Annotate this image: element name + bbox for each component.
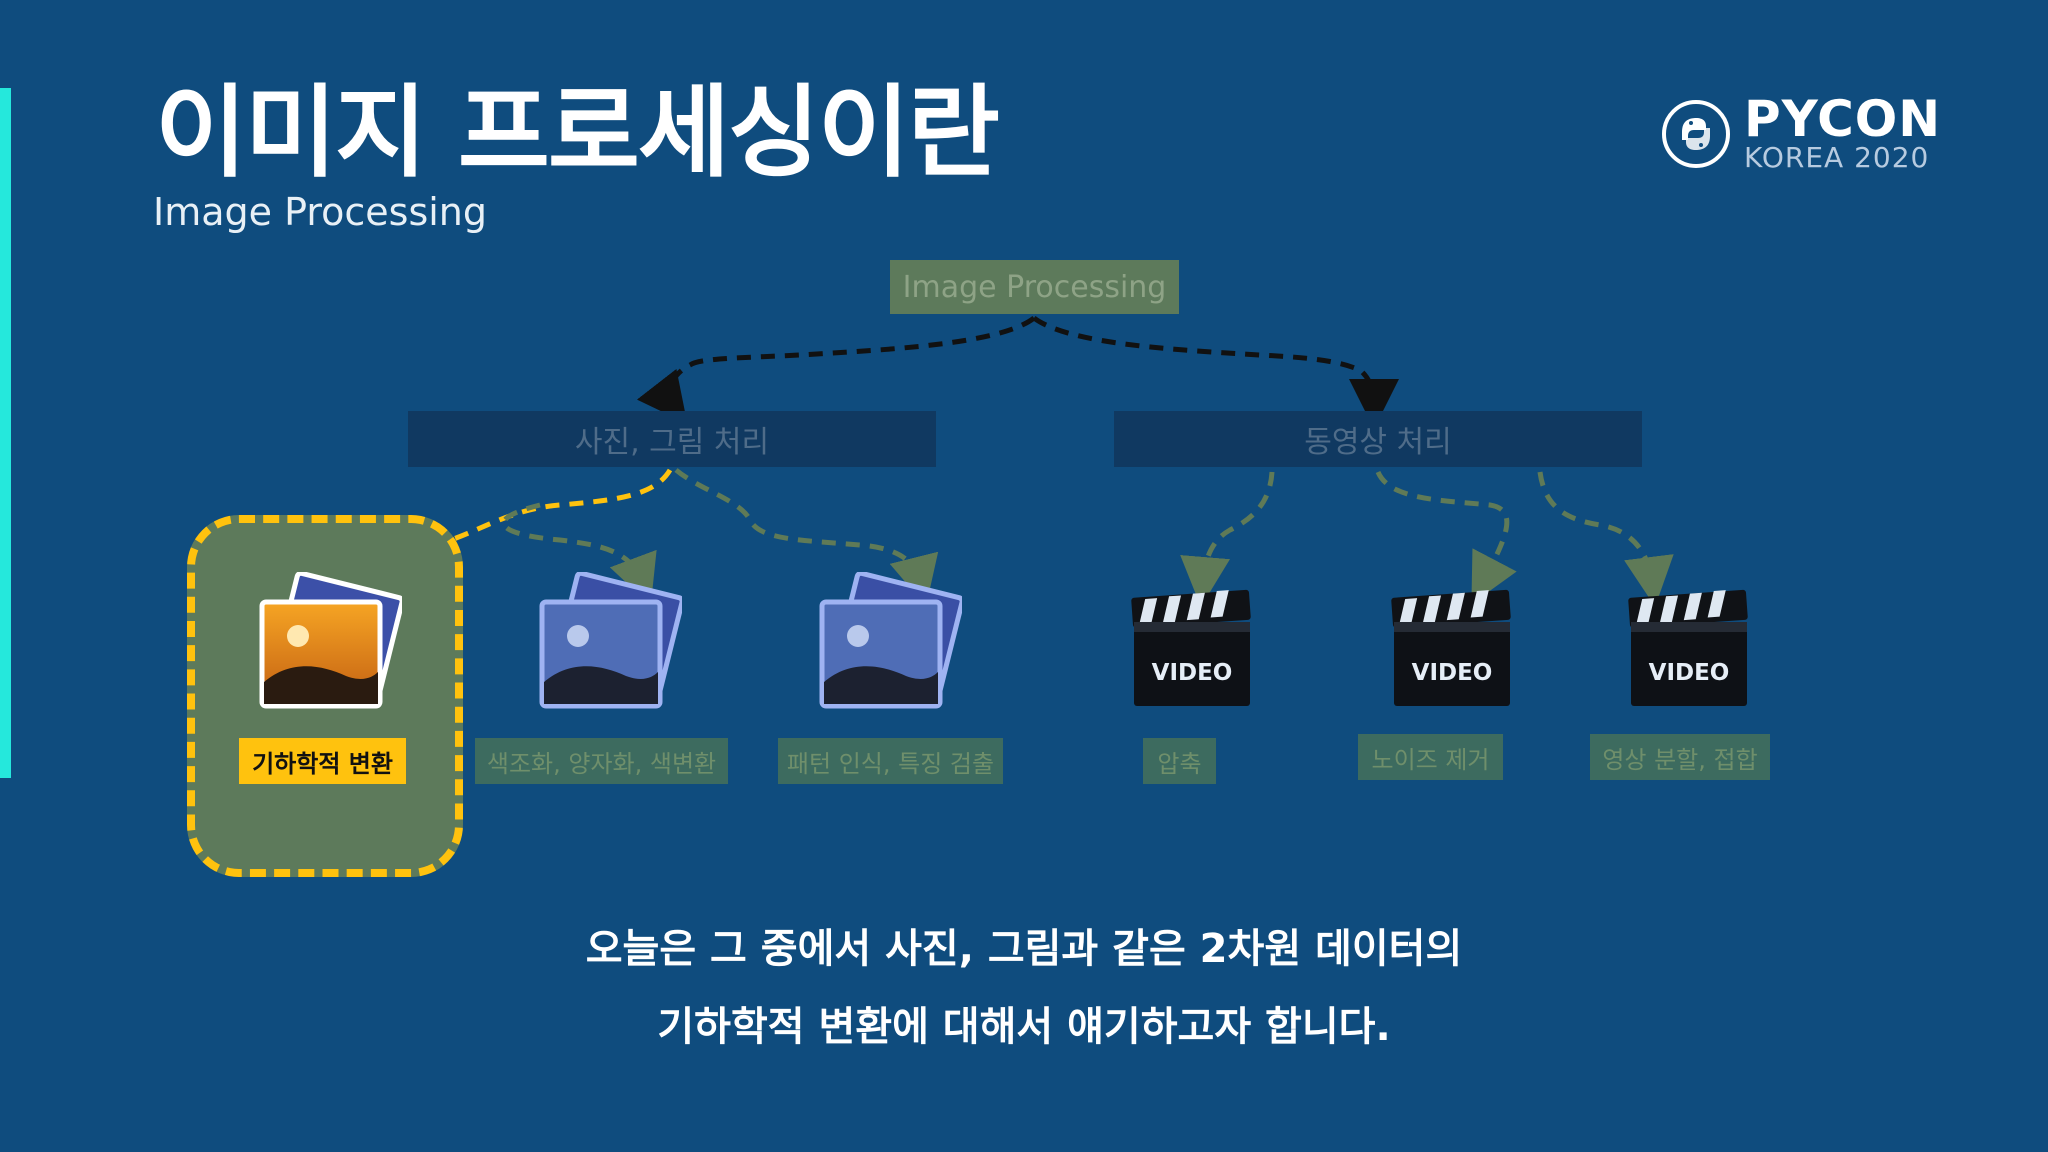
connector-video-compress xyxy=(1180,471,1275,607)
pycon-logo: PYCON KOREA 2020 xyxy=(1660,94,1940,184)
image-icon xyxy=(539,572,682,709)
logo-subtext: KOREA 2020 xyxy=(1744,141,1930,174)
footer-line-2: 기하학적 변환에 대해서 얘기하고자 합니다. xyxy=(657,1004,1391,1050)
connector-video-noise xyxy=(1375,470,1517,605)
python-logo-icon xyxy=(1662,100,1730,168)
item-label-split: 영상 분할, 접합 xyxy=(1590,734,1770,780)
image-icon xyxy=(819,572,962,709)
footer-line-1: 오늘은 그 중에서 사진, 그림과 같은 2차원 데이터의 xyxy=(585,926,1463,972)
video-icon-text: VIDEO xyxy=(1152,660,1233,686)
logo-wordmark: PYCON xyxy=(1744,90,1942,148)
video-clapper-icon: VIDEO xyxy=(1391,589,1511,706)
video-icon-text: VIDEO xyxy=(1649,660,1730,686)
video-icon-text: VIDEO xyxy=(1412,660,1493,686)
category-photo: 사진, 그림 처리 xyxy=(408,411,936,467)
item-label-geometric: 기하학적 변환 xyxy=(239,738,406,784)
root-node: Image Processing xyxy=(890,260,1179,314)
item-label-pattern: 패턴 인식, 특징 검출 xyxy=(778,738,1003,784)
accent-bar xyxy=(0,88,11,778)
item-label-compress: 압축 xyxy=(1143,738,1216,784)
connector-photo-pattern xyxy=(674,468,939,607)
video-clapper-icon: VIDEO xyxy=(1628,589,1748,706)
slide-title: 이미지 프로세싱이란 xyxy=(155,74,1000,191)
connector-root-video xyxy=(1032,315,1399,429)
category-video: 동영상 처리 xyxy=(1114,411,1642,467)
item-label-noise: 노이즈 제거 xyxy=(1358,734,1503,780)
item-label-color: 색조화, 양자화, 색변환 xyxy=(475,738,728,784)
connector-video-split xyxy=(1537,471,1674,607)
video-clapper-icon: VIDEO xyxy=(1131,589,1251,706)
connector-root-photo xyxy=(636,315,1036,424)
image-icon xyxy=(259,572,402,709)
connector-photo-color xyxy=(501,502,657,606)
slide-subtitle: Image Processing xyxy=(153,190,488,234)
